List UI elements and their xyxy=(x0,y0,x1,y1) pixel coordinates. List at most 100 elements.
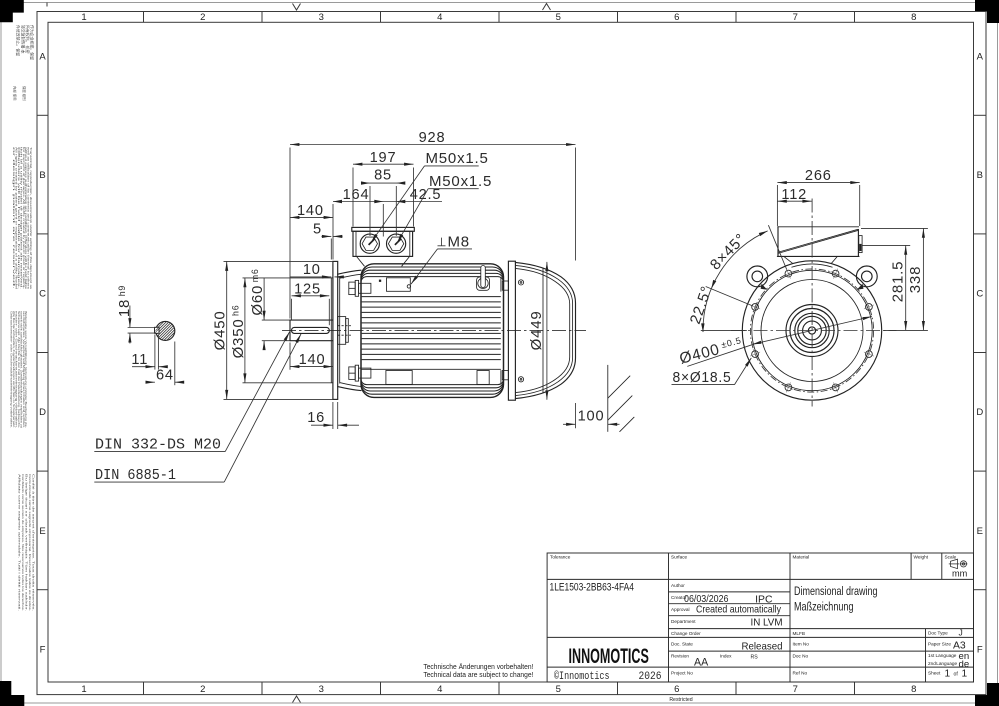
svg-text:6: 6 xyxy=(674,12,679,23)
svg-text:Revision: Revision xyxy=(671,654,689,659)
svg-text:5: 5 xyxy=(313,222,322,238)
svg-text:保密 级别: 保密 级别 xyxy=(22,86,27,101)
svg-text:8: 8 xyxy=(911,12,916,23)
svg-text:7: 7 xyxy=(793,684,798,695)
svg-text:Weight: Weight xyxy=(914,555,929,560)
svg-text:Project No: Project No xyxy=(671,671,693,676)
svg-text:Scale: Scale xyxy=(945,555,957,560)
svg-text:281.5: 281.5 xyxy=(890,261,907,303)
svg-text:F: F xyxy=(40,644,46,655)
svg-text:140: 140 xyxy=(299,352,326,368)
svg-text:100: 100 xyxy=(578,409,605,425)
svg-text:Restricted: Restricted xyxy=(669,697,692,703)
svg-text:928: 928 xyxy=(419,130,446,146)
svg-text:Schadenersatz. Alle Rechte für: Schadenersatz. Alle Rechte für den Fall … xyxy=(17,311,20,428)
svg-text:Tolerance: Tolerance xyxy=(550,555,571,560)
svg-text:2: 2 xyxy=(200,684,205,695)
svg-text:mm: mm xyxy=(952,569,968,579)
svg-text:85: 85 xyxy=(374,167,392,183)
svg-text:2: 2 xyxy=(200,12,205,23)
svg-text:125: 125 xyxy=(294,281,321,297)
svg-text:112: 112 xyxy=(781,187,807,203)
svg-text:well as utilization of its con: well as utilization of its contents and … xyxy=(27,147,30,290)
svg-text:16: 16 xyxy=(307,410,325,426)
svg-text:Doc. State: Doc. State xyxy=(671,642,693,647)
svg-text:8: 8 xyxy=(911,684,916,695)
svg-text:140: 140 xyxy=(297,203,324,219)
svg-text:所有权利。·机密: 所有权利。·机密 xyxy=(25,25,30,54)
svg-text:Affidato come segreto aziendal: Affidato come segreto aziendale. Tutti i… xyxy=(18,474,21,612)
svg-text:42.5: 42.5 xyxy=(410,187,442,203)
svg-text:Technical data are subject to: Technical data are subject to change! xyxy=(423,670,533,679)
svg-text:转交复制传播·本: 转交复制传播·本 xyxy=(20,25,25,54)
svg-text:de: de xyxy=(959,659,970,670)
svg-text:Released: Released xyxy=(742,642,783,653)
svg-text:All rights created by patent g: All rights created by patent grant or re… xyxy=(14,147,17,290)
svg-text:Material: Material xyxy=(793,555,810,560)
svg-text:soweit nicht ausdrücklich gest: soweit nicht ausdrücklich gestattet. Zuw… xyxy=(19,311,22,429)
svg-text:5: 5 xyxy=(556,12,561,23)
svg-text:B: B xyxy=(39,170,45,181)
svg-text:Surface: Surface xyxy=(671,555,688,560)
svg-text:7: 7 xyxy=(793,12,798,23)
svg-text:164: 164 xyxy=(343,187,370,203)
svg-text:Approval: Approval xyxy=(671,607,690,612)
svg-text:or design patent are reserved.: or design patent are reserved. xyxy=(12,147,15,290)
svg-text:5: 5 xyxy=(556,684,561,695)
svg-text:1LE1503-2BB63-4FA4: 1LE1503-2BB63-4FA4 xyxy=(550,582,635,594)
svg-text:A: A xyxy=(977,51,984,62)
svg-text:D: D xyxy=(39,407,46,418)
svg-text:338: 338 xyxy=(907,266,924,293)
svg-text:Offenders will be held liable: Offenders will be held liable for damage… xyxy=(17,147,20,290)
svg-text:INNOMOTICS: INNOMOTICS xyxy=(569,643,650,667)
svg-text:6: 6 xyxy=(674,684,679,695)
svg-text:M50x1.5: M50x1.5 xyxy=(429,173,492,190)
svg-text:Paper Size: Paper Size xyxy=(928,642,951,647)
svg-text:B: B xyxy=(977,170,983,181)
svg-text:266: 266 xyxy=(805,168,832,184)
svg-text:IPC: IPC xyxy=(755,594,773,605)
svg-text:Alle Rechte vorbehalten. Zuwid: Alle Rechte vorbehalten. Zuwiderhandlung… xyxy=(12,311,15,428)
svg-text:ses Dokumentes, Verwertung und: ses Dokumentes, Verwertung und Mitteilun… xyxy=(22,311,25,428)
svg-text:IN LVM: IN LVM xyxy=(751,618,783,629)
svg-text:作为企业机密。保留: 作为企业机密。保留 xyxy=(30,25,35,60)
svg-text:197: 197 xyxy=(370,150,397,166)
svg-text:en: en xyxy=(959,651,970,662)
svg-text:2nd Language: 2nd Language xyxy=(928,661,957,666)
svg-text:DIN 6885-1: DIN 6885-1 xyxy=(95,468,176,484)
svg-text:J: J xyxy=(959,628,963,638)
svg-text:11: 11 xyxy=(131,352,148,368)
svg-text:Created automatically: Created automatically xyxy=(696,605,782,616)
svg-text:1: 1 xyxy=(81,684,86,695)
svg-text:1: 1 xyxy=(962,668,968,679)
svg-text:DIN 332-DS M20: DIN 332-DS M20 xyxy=(95,438,221,454)
svg-text:MLFB: MLFB xyxy=(793,631,806,636)
svg-text:1: 1 xyxy=(945,668,951,679)
svg-text:tion of a utility model or des: tion of a utility model or design patent… xyxy=(19,147,22,290)
svg-text:Creator: Creator xyxy=(671,595,687,600)
svg-text:Bu belge ticari sır olarak ver: Bu belge ticari sır olarak verilmiştir. … xyxy=(25,474,28,612)
svg-text:C: C xyxy=(39,289,46,300)
svg-text:8×Ø18.5: 8×Ø18.5 xyxy=(673,370,732,386)
svg-text:without express authorization: without express authorization are prohib… xyxy=(24,147,27,290)
svg-text:muster- oder Geschmacksmustere: muster- oder Geschmacksmustereintragung … xyxy=(15,311,18,429)
svg-text:E: E xyxy=(977,526,983,537)
svg-text:1st Language: 1st Language xyxy=(928,653,957,658)
svg-text:Transmittal, reproduction, dis: Transmittal, reproduction, dissemination… xyxy=(29,147,32,290)
svg-text:F: F xyxy=(977,644,983,655)
svg-text:AA: AA xyxy=(694,657,709,669)
svg-text:Index: Index xyxy=(720,654,732,659)
svg-text:4: 4 xyxy=(437,684,442,695)
svg-text:Confié à titre de secret d'ent: Confié à titre de secret d'entreprise. T… xyxy=(32,474,35,612)
svg-text:A3: A3 xyxy=(953,641,966,652)
svg-text:Author: Author xyxy=(671,583,685,588)
svg-text:1: 1 xyxy=(81,12,86,23)
svg-text:Doc Type: Doc Type xyxy=(928,631,948,636)
svg-text:内部 使用: 内部 使用 xyxy=(13,86,18,101)
svg-text:Doc No: Doc No xyxy=(793,654,809,659)
svg-text:2026: 2026 xyxy=(639,671,662,683)
svg-text:Ref No: Ref No xyxy=(793,671,808,676)
svg-text:Change Order: Change Order xyxy=(671,631,701,636)
svg-text:Weitergabe sowie Vervielfältig: Weitergabe sowie Vervielfältigung, Verbr… xyxy=(24,311,27,428)
svg-text:件修改禁止。保留: 件修改禁止。保留 xyxy=(16,25,21,56)
